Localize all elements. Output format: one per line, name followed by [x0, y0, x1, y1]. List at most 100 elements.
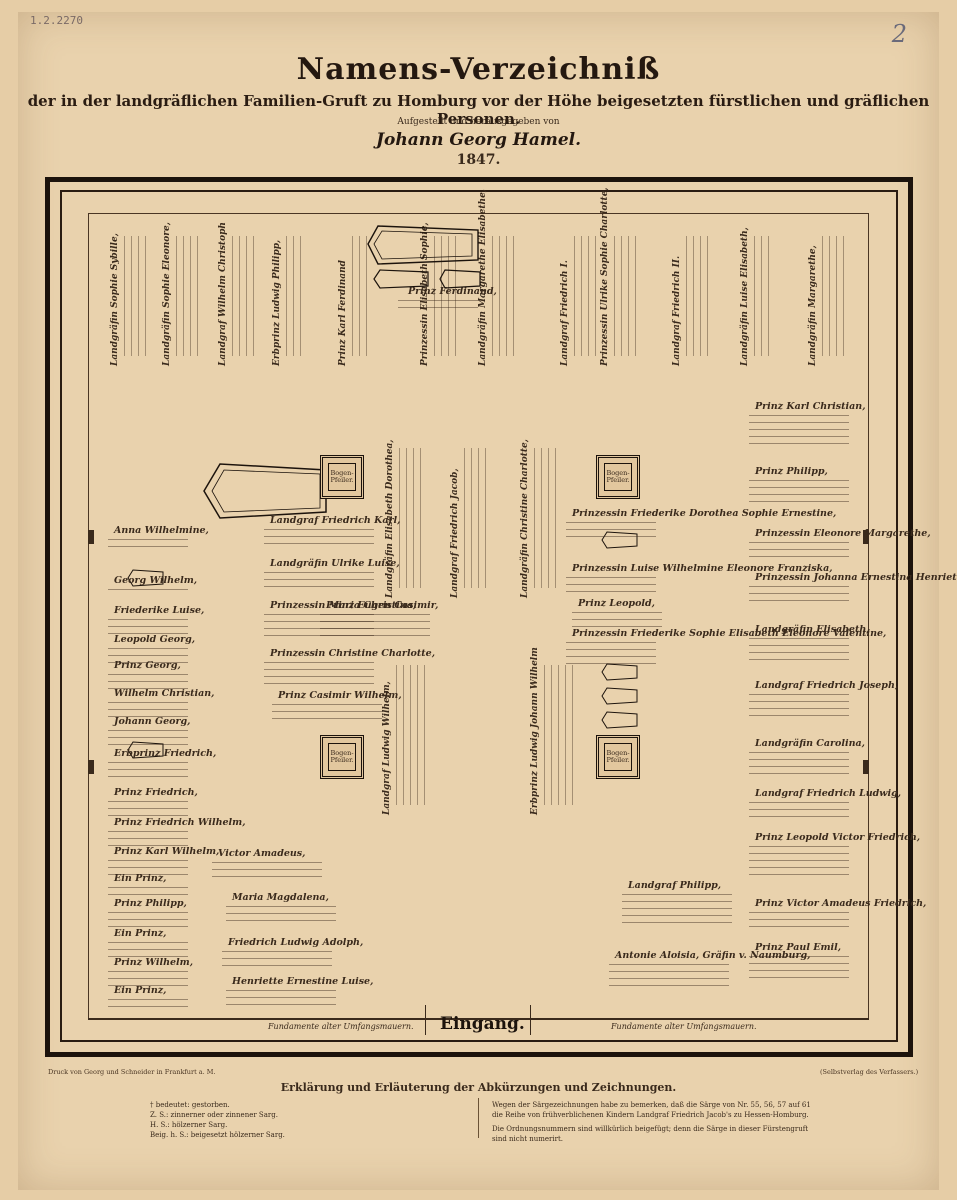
- entry-text-line: [108, 681, 188, 682]
- vertical-text-line: [403, 665, 404, 805]
- entry-title-midright-3: Prinzessin Friederike Sophie Elisabeth E…: [572, 628, 887, 639]
- entry-text-line: [108, 730, 188, 731]
- vertical-text-line: [420, 448, 421, 588]
- arch-pillar: Bogen-Pfeiler.: [596, 735, 640, 779]
- entry-text-line: [749, 429, 849, 430]
- vertical-text-line: [513, 236, 514, 356]
- entry-text-line: [108, 801, 188, 802]
- entry-text-line: [108, 589, 188, 590]
- entry-text-line: [108, 845, 188, 846]
- entry-text-line: [108, 716, 188, 717]
- vertical-text-line: [693, 236, 694, 356]
- entry-text-line: [226, 1004, 336, 1005]
- vertical-title-top-4: Prinz Karl Ferdinand: [338, 260, 348, 366]
- entry-text-line: [749, 480, 849, 481]
- vertical-text-line: [286, 236, 287, 356]
- vertical-text-line: [239, 236, 240, 356]
- vertical-title-top-8: Prinzessin Ulrike Sophie Charlotte,: [600, 187, 610, 366]
- entry-title-center-4: Prinzessin Christine Charlotte,: [270, 648, 436, 659]
- entry-title-right-10: Prinz Paul Emil,: [755, 942, 842, 953]
- entry-text-line: [108, 662, 188, 663]
- publication-year: 1847.: [456, 152, 501, 168]
- vertical-text-line: [464, 448, 465, 588]
- entry-text-line: [749, 773, 849, 774]
- vertical-text-line: [417, 665, 418, 805]
- entry-text-line: [749, 874, 849, 875]
- entry-text-line: [272, 711, 382, 712]
- entry-text-line: [108, 769, 188, 770]
- vertical-text-line: [686, 236, 687, 356]
- entry-text-line: [108, 949, 188, 950]
- entry-text-line: [264, 621, 374, 622]
- entry-text-line: [749, 593, 849, 594]
- entry-text-line: [749, 487, 849, 488]
- entry-text-line: [749, 853, 849, 854]
- arch-pillar: Bogen-Pfeiler.: [320, 455, 364, 499]
- vertical-text-line: [399, 448, 400, 588]
- vertical-text-line: [836, 236, 837, 356]
- entry-text-line: [108, 702, 188, 703]
- entry-text-line: [749, 759, 849, 760]
- entry-text-line: [108, 985, 188, 986]
- entry-text-line: [272, 704, 382, 705]
- entry-title-center-1: Landgräfin Ulrike Luise,: [270, 558, 400, 569]
- entry-title-left-11: Ein Prinz,: [114, 873, 167, 884]
- vertical-text-line: [700, 236, 701, 356]
- entry-title-left-8: Prinz Friedrich,: [114, 787, 198, 798]
- entry-text-line: [108, 831, 188, 832]
- vertical-text-line: [253, 236, 254, 356]
- vertical-text-line: [628, 236, 629, 356]
- legend-line: Die Ordnungsnummern sind willkürlich bei…: [492, 1125, 809, 1143]
- entry-text-line: [749, 715, 849, 716]
- vertical-text-line: [471, 448, 472, 588]
- vertical-text-line: [293, 236, 294, 356]
- entry-title-midright-2: Prinz Leopold,: [578, 598, 655, 609]
- vertical-text-line: [843, 236, 844, 356]
- poster-sheet: [18, 12, 939, 1190]
- entry-text-line: [222, 958, 332, 959]
- vertical-title-top-2: Landgraf Wilhelm Christoph: [218, 222, 228, 366]
- legend-line: Beig. h. S.: beigesetzt hölzerner Sarg.: [150, 1131, 285, 1139]
- entry-title-left-4: Prinz Georg,: [114, 660, 181, 671]
- entry-text-line: [320, 621, 430, 622]
- entry-title-left-12: Prinz Philipp,: [114, 898, 187, 909]
- entry-text-line: [749, 708, 849, 709]
- entry-text-line: [572, 626, 662, 627]
- entry-text-line: [566, 584, 656, 585]
- vertical-text-line: [621, 236, 622, 356]
- vertical-text-line: [822, 236, 823, 356]
- entry-text-line: [264, 683, 374, 684]
- entry-text-line: [566, 663, 656, 664]
- entry-text-line: [108, 655, 188, 656]
- entry-title-left-3: Leopold Georg,: [114, 634, 196, 645]
- coffin-small: [601, 687, 638, 705]
- vertical-text-line: [176, 236, 177, 356]
- entry-text-line: [749, 860, 849, 861]
- vertical-title-center-2: Landgräfin Christine Charlotte,: [520, 439, 530, 598]
- entry-title-right-1: Prinz Philipp,: [755, 466, 828, 477]
- entry-text-line: [749, 443, 849, 444]
- entry-text-line: [749, 542, 849, 543]
- entry-text-line: [222, 965, 332, 966]
- entry-text-line: [749, 501, 849, 502]
- entry-text-line: [108, 971, 188, 972]
- wall-notch: [863, 760, 869, 774]
- entry-text-line: [749, 919, 849, 920]
- printer-credit: Druck von Georg und Schneider in Frankfu…: [48, 1068, 216, 1076]
- entry-text-line: [108, 709, 188, 710]
- vertical-title-top-9: Landgraf Friedrich II.: [672, 255, 682, 366]
- vertical-text-line: [588, 236, 589, 356]
- vertical-text-line: [190, 236, 191, 356]
- entry-title-left-9: Prinz Friedrich Wilhelm,: [114, 817, 246, 828]
- vertical-text-line: [614, 236, 615, 356]
- entry-title-center-6: Victor Amadeus,: [218, 848, 306, 859]
- entry-text-line: [226, 906, 336, 907]
- coffin-small-top: [373, 269, 429, 289]
- entry-title-center-2: Prinzessin Maria Christina,: [270, 600, 417, 611]
- entry-title-left-1: Georg Wilhelm,: [114, 575, 198, 586]
- entry-text-line: [749, 752, 849, 753]
- entry-text-line: [609, 978, 729, 979]
- page-subtitle: der in der landgräflichen Familien-Gruft…: [27, 92, 930, 128]
- entry-title-center-7: Maria Magdalena,: [232, 892, 329, 903]
- vertical-text-line: [183, 236, 184, 356]
